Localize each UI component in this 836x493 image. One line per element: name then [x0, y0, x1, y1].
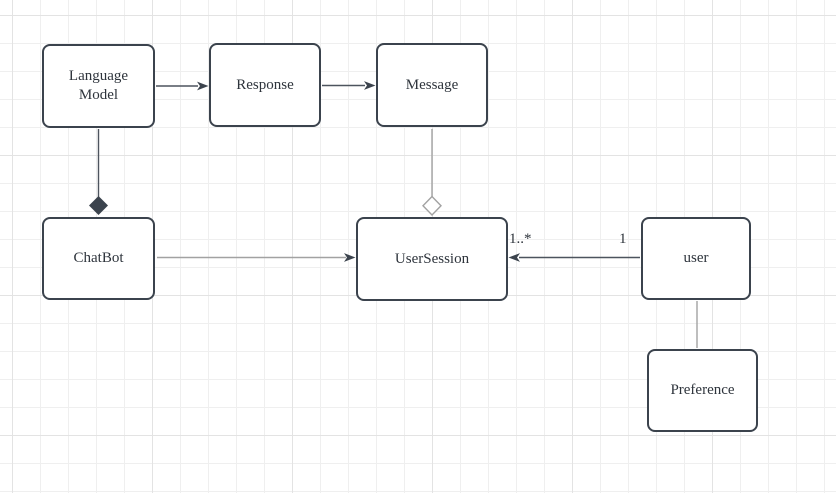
- arrowhead-icon: [364, 81, 376, 90]
- edge-message-to-usersession-aggregation[interactable]: [422, 129, 442, 217]
- edge-language-model-to-chatbot-composition[interactable]: [89, 129, 108, 215]
- aggregation-diamond-icon: [422, 195, 442, 217]
- node-label: Preference: [670, 382, 735, 398]
- node-label: UserSession: [394, 250, 470, 267]
- edge-chatbot-to-usersession[interactable]: [157, 253, 356, 262]
- edge-user-to-usersession[interactable]: [508, 253, 641, 262]
- arrowhead-icon: [344, 253, 356, 262]
- composition-diamond-icon: [89, 196, 108, 215]
- node-preference[interactable]: Preference: [647, 349, 758, 432]
- node-language-model[interactable]: Language Model: [42, 44, 155, 128]
- node-user[interactable]: user: [641, 217, 751, 300]
- node-chatbot[interactable]: ChatBot: [42, 217, 155, 300]
- node-response[interactable]: Response: [209, 43, 321, 127]
- multiplicity-label-user-side[interactable]: 1: [619, 231, 627, 247]
- node-label: user: [683, 250, 709, 266]
- arrowhead-icon: [197, 81, 209, 91]
- node-label: Response: [236, 76, 294, 93]
- arrowhead-icon: [508, 253, 520, 262]
- node-usersession[interactable]: UserSession: [356, 217, 508, 301]
- edge-response-to-message[interactable]: [322, 81, 376, 90]
- node-label: Language Model: [68, 68, 129, 103]
- multiplicity-label-usersession-side[interactable]: 1..*: [509, 231, 532, 247]
- edge-language-model-to-response[interactable]: [156, 81, 209, 91]
- node-label: Message: [405, 76, 459, 93]
- node-message[interactable]: Message: [376, 43, 488, 127]
- node-label: ChatBot: [73, 250, 124, 266]
